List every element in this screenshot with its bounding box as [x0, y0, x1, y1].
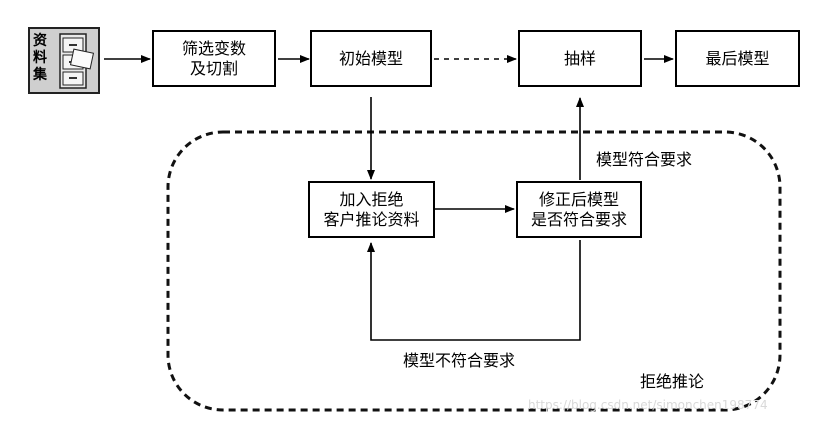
arrow-feedback-loop: [367, 240, 581, 341]
sampling-box: 抽样: [518, 30, 642, 87]
final-model-box: 最后模型: [675, 30, 800, 87]
reject-inference-region: [166, 130, 782, 412]
fails-requirements-label: 模型不符合要求: [403, 351, 516, 370]
filing-cabinet-icon: [59, 33, 95, 89]
revise-model-line-2: 是否符合要求: [530, 209, 627, 229]
dataset-label: 资料集: [33, 33, 47, 83]
filter-split-line-2: 及切割: [189, 58, 238, 78]
initial-model-label: 初始模型: [338, 48, 403, 68]
add-rejected-line-2: 客户推论资料: [323, 209, 420, 229]
revise-model-box: 修正后模型 是否符合要求: [516, 181, 642, 238]
revise-model-line-1: 修正后模型: [538, 189, 619, 209]
add-rejected-line-1: 加入拒绝: [339, 189, 404, 209]
initial-model-box: 初始模型: [310, 30, 432, 87]
final-model-label: 最后模型: [705, 48, 770, 68]
filter-split-line-1: 筛选变数: [181, 38, 246, 58]
meets-requirements-label: 模型符合要求: [596, 150, 693, 169]
add-rejected-box: 加入拒绝 客户推论资料: [308, 181, 435, 238]
filter-split-box: 筛选变数 及切割: [152, 30, 276, 87]
region-title: 拒绝推论: [640, 372, 705, 391]
sampling-label: 抽样: [563, 48, 596, 68]
watermark: https://blog.csdn.net/simonchen198774: [528, 398, 768, 412]
dataset-icon: 资料集: [28, 27, 100, 94]
